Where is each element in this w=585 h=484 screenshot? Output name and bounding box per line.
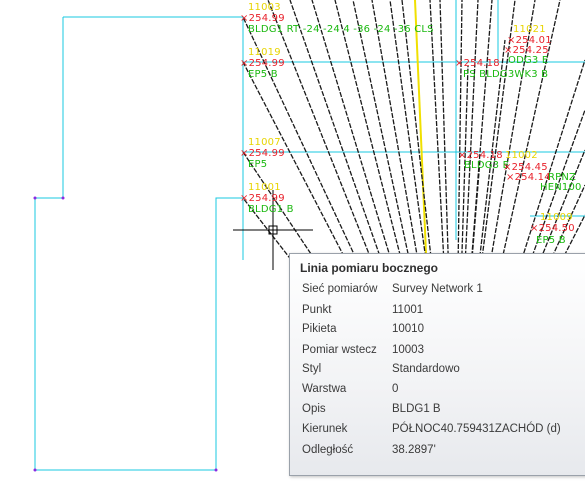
description-label: BLDG3 E	[464, 160, 510, 171]
sideshot-line[interactable]	[289, 0, 456, 471]
elevation-label: ×254.45	[503, 162, 548, 173]
tooltip-value: BLDG1 B	[392, 403, 441, 415]
tooltip-key: Kierunek	[302, 423, 348, 435]
tooltip-key: Styl	[302, 363, 322, 375]
elevation-label: ×254.99	[240, 193, 285, 204]
tooltip-value: 38.2897'	[392, 444, 436, 456]
tooltip-key: Warstwa	[302, 383, 347, 395]
tooltip-value: 11001	[392, 304, 424, 316]
crosshair-cursor	[233, 190, 313, 270]
elevation-label: ×254.01	[507, 35, 552, 46]
point-number-label: 11001	[248, 182, 281, 193]
point-number-label: 11007	[248, 137, 281, 148]
tooltip-key: Sieć pomiarów	[302, 283, 378, 295]
tooltip-key: Odległość	[302, 444, 354, 456]
tooltip-title: Linia pomiaru bocznego	[300, 261, 439, 275]
elevation-label: ×254.99	[240, 13, 285, 24]
tooltip-key: Pomiar wstecz	[302, 344, 377, 356]
tooltip-key: Punkt	[302, 304, 332, 316]
point-markers[interactable]	[33, 196, 218, 472]
point-number-label: 11021	[513, 24, 546, 35]
point-number-label: 11009	[540, 212, 573, 223]
tooltip-key: Pikieta	[302, 323, 337, 335]
yellow-line	[414, 0, 427, 254]
tooltip-value: Survey Network 1	[392, 283, 483, 295]
elevation-label: ×254.99	[240, 148, 285, 159]
tooltip-value: PÓŁNOC40.759431ZACHÓD (d)	[392, 423, 561, 435]
description-label: EP5	[248, 159, 268, 170]
point-number-label: 11003	[248, 2, 281, 13]
tooltip-key: Opis	[302, 403, 326, 415]
elevation-label: ×254.14	[506, 172, 551, 183]
description-label: HEN100	[540, 182, 582, 193]
elevation-label: ×254.99	[240, 58, 285, 69]
description-label: EP5 B	[536, 235, 566, 246]
properties-tooltip: Linia pomiaru bocznego Sieć pomiarów Sur…	[289, 253, 585, 476]
description-label: BLDG1 RT -24 -24 4 -36 -24 -36 CLS	[248, 24, 434, 35]
tooltip-value: Standardowo	[392, 363, 460, 375]
description-label: ODG3 E	[508, 55, 549, 66]
elevation-label: ×254.50	[530, 223, 575, 234]
elevation-label: ×254.25	[504, 45, 549, 56]
description-label: EP5 B	[248, 69, 278, 80]
tooltip-value: 10010	[392, 323, 424, 335]
point-number-label: 11002	[505, 150, 538, 161]
description-label: RPNZ	[548, 172, 577, 183]
description-label: BLDG1 B	[248, 204, 294, 215]
description-label: PS BLDG3WK3 B	[463, 69, 549, 80]
elevation-label: ×254.18	[455, 58, 500, 69]
tooltip-value: 0	[392, 383, 399, 395]
point-number-label: 11019	[248, 47, 281, 58]
tooltip-value: 10003	[392, 344, 424, 356]
elevation-label: ×254.18	[458, 150, 503, 161]
sideshot-line[interactable]	[242, 16, 456, 471]
